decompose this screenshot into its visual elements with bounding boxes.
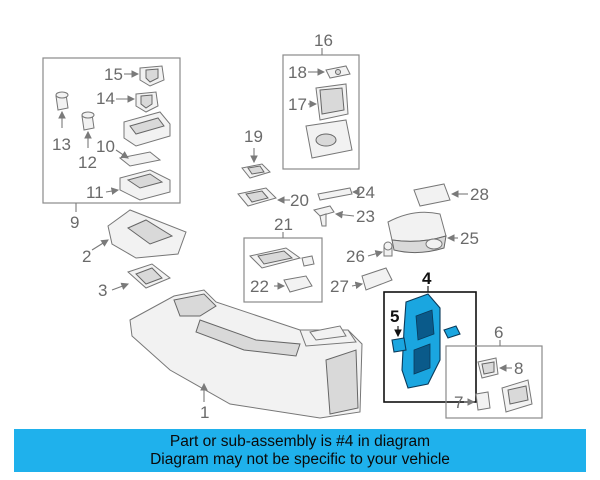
callout-7: 7 xyxy=(454,393,463,412)
part-25 xyxy=(387,211,447,254)
callout-28: 28 xyxy=(470,185,489,204)
part-14 xyxy=(135,91,159,113)
callout-10: 10 xyxy=(96,137,115,156)
part-3 xyxy=(127,263,171,289)
callout-21: 21 xyxy=(274,215,293,234)
callout-20: 20 xyxy=(290,191,309,210)
part-27 xyxy=(361,267,393,291)
part-26 xyxy=(383,241,393,257)
part-13 xyxy=(55,91,69,111)
group-box-9 xyxy=(42,57,181,204)
callout-27: 27 xyxy=(330,277,349,296)
info-banner: Part or sub-assembly is #4 in diagram Di… xyxy=(14,429,586,472)
part-2 xyxy=(107,209,187,259)
group-box-6 xyxy=(445,345,543,419)
callout-18: 18 xyxy=(288,63,307,82)
callout-2: 2 xyxy=(82,247,91,266)
part-19 xyxy=(241,163,271,179)
part-7 xyxy=(475,379,533,413)
part-12 xyxy=(81,111,95,131)
callout-26: 26 xyxy=(346,247,365,266)
callout-16: 16 xyxy=(314,31,333,50)
callout-3: 3 xyxy=(98,281,107,300)
banner-line-2: Diagram may not be specific to your vehi… xyxy=(150,450,450,468)
callout-23: 23 xyxy=(356,207,375,226)
callout-5[interactable]: 5 xyxy=(390,307,399,326)
callout-11: 11 xyxy=(86,183,104,202)
part-22 xyxy=(283,275,313,293)
part-5 xyxy=(391,337,407,353)
part-18 xyxy=(325,65,351,79)
part-28 xyxy=(413,183,451,207)
callout-4[interactable]: 4 xyxy=(422,269,432,288)
callout-24: 24 xyxy=(356,183,375,202)
callout-12: 12 xyxy=(78,153,97,172)
part-4-highlighted[interactable] xyxy=(401,293,461,389)
callout-6: 6 xyxy=(494,323,503,342)
part-11 xyxy=(119,169,171,201)
callout-9: 9 xyxy=(70,213,79,232)
group-box-4 xyxy=(383,291,477,403)
callout-1: 1 xyxy=(200,403,209,422)
callout-14: 14 xyxy=(96,89,115,108)
callout-17: 17 xyxy=(288,95,307,114)
callout-22: 22 xyxy=(250,277,269,296)
part-15 xyxy=(139,65,165,87)
callout-8: 8 xyxy=(514,359,523,378)
callout-13: 13 xyxy=(52,135,71,154)
part-24 xyxy=(317,187,353,201)
callout-15: 15 xyxy=(104,65,123,84)
part-8 xyxy=(477,357,499,379)
part-10 xyxy=(118,111,171,167)
callout-25: 25 xyxy=(460,229,479,248)
group-box-16 xyxy=(282,54,360,170)
part-20 xyxy=(237,187,277,207)
part-1 xyxy=(129,289,363,419)
part-22-tray xyxy=(249,247,315,269)
banner-line-1: Part or sub-assembly is #4 in diagram xyxy=(169,432,431,450)
callout-19: 19 xyxy=(244,127,263,146)
part-23 xyxy=(313,205,335,227)
part-17 xyxy=(305,83,353,159)
